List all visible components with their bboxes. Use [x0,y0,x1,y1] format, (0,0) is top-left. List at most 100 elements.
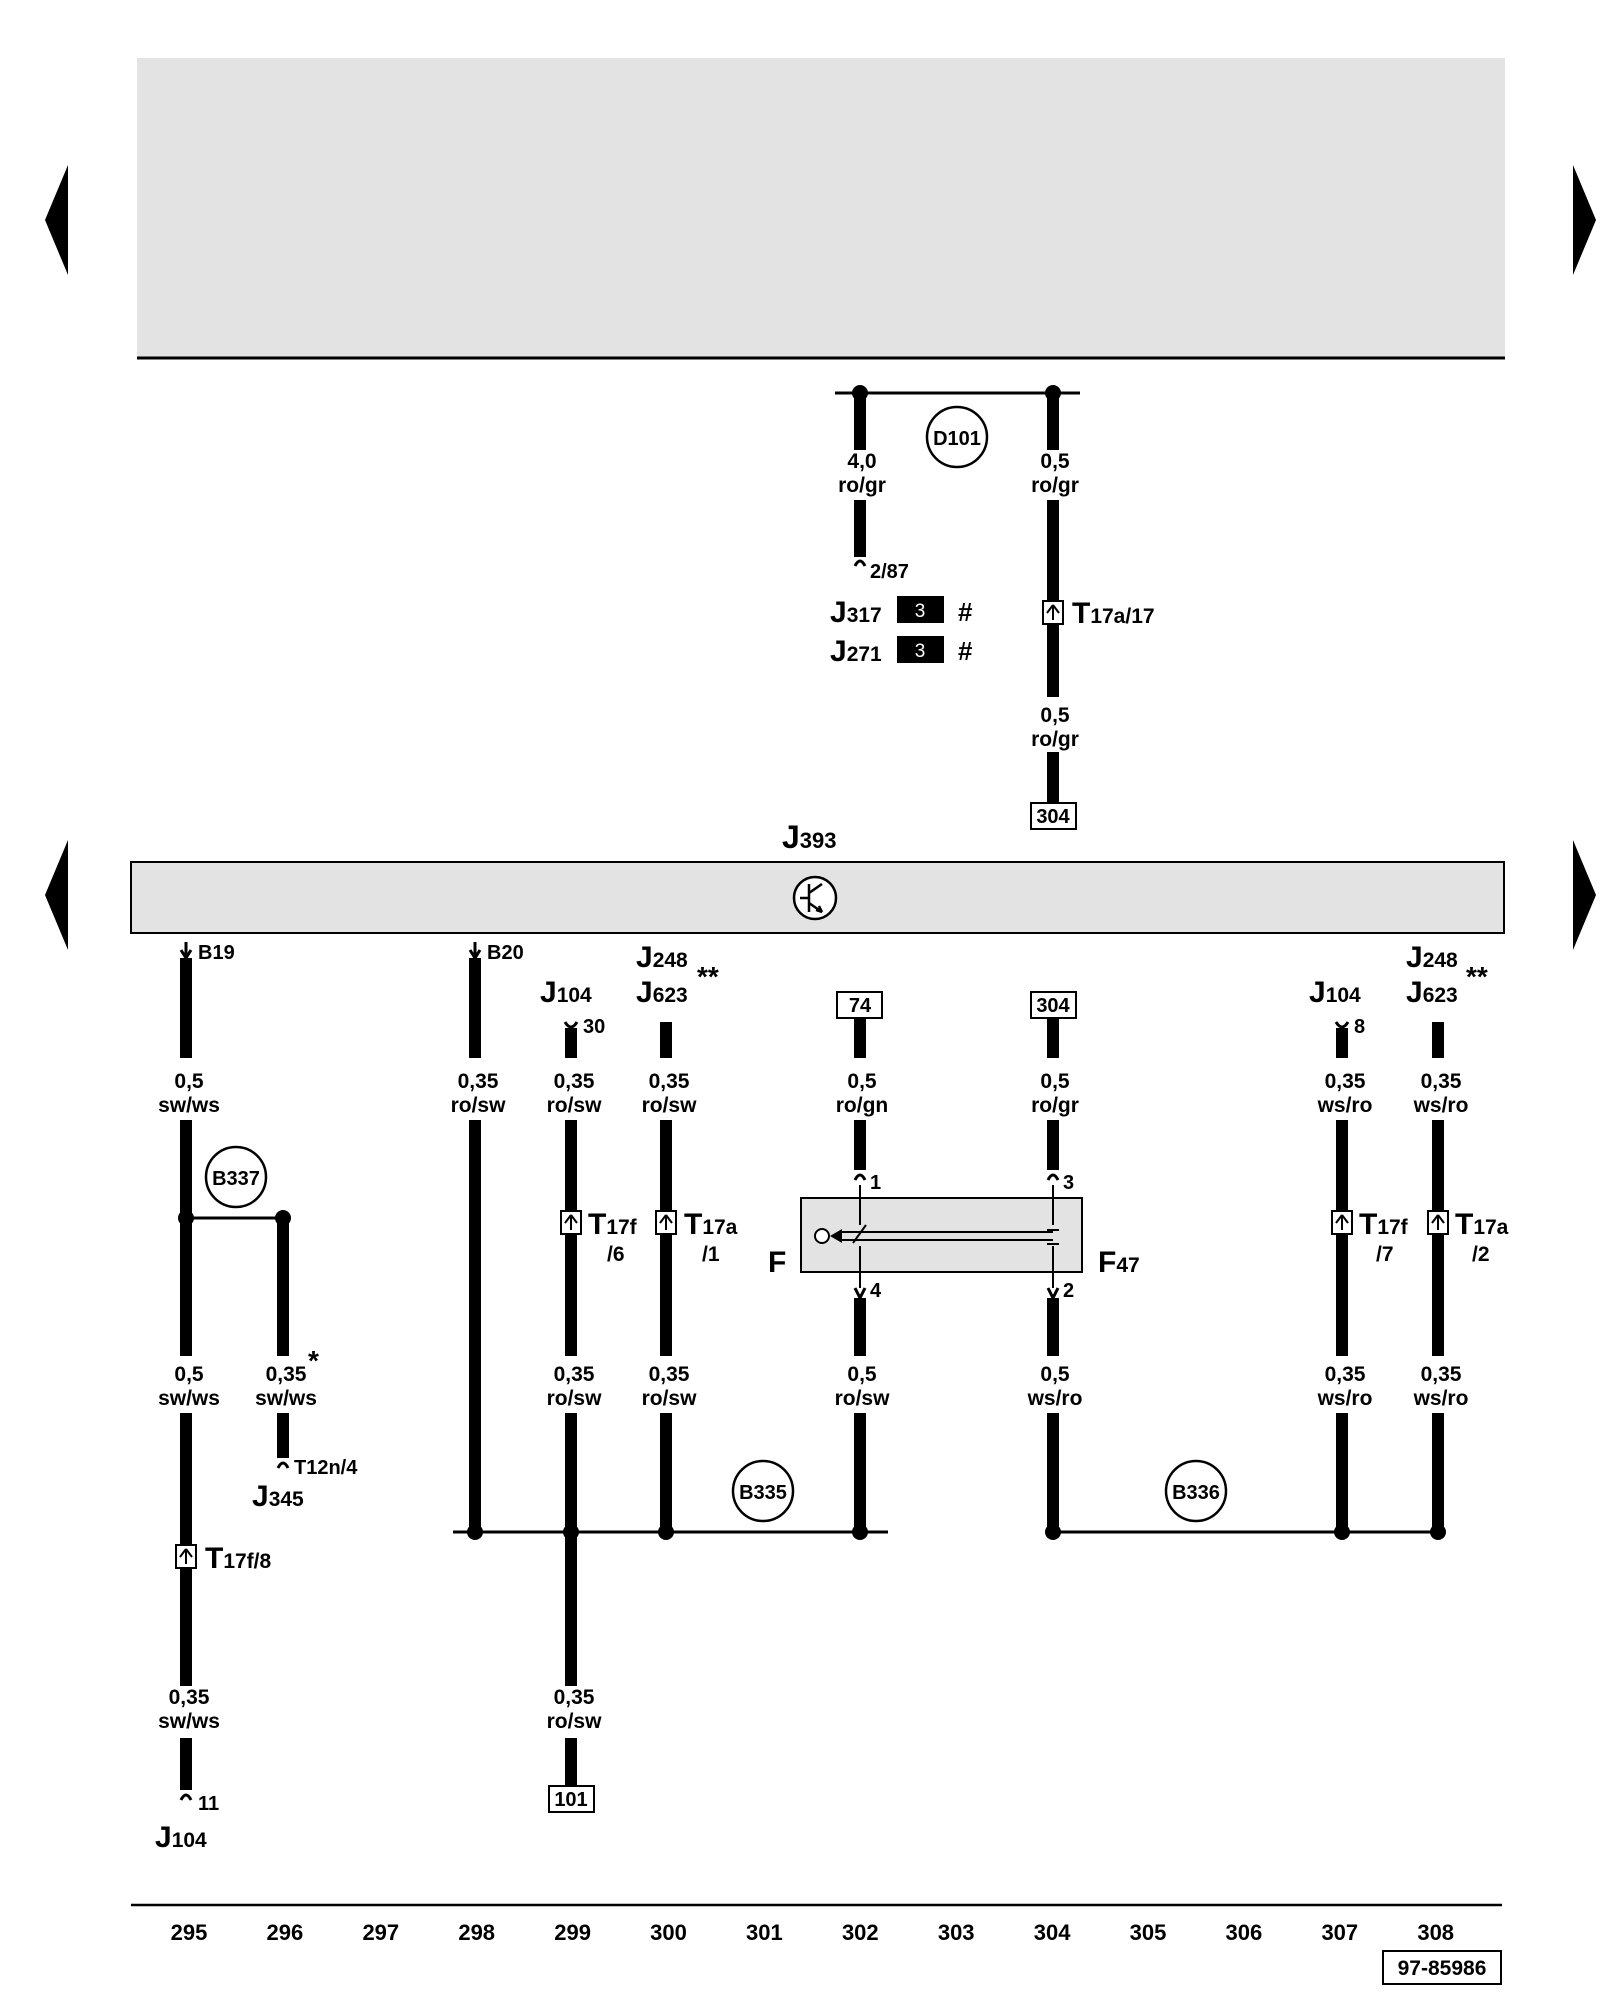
path-number: 295 [171,1920,208,1945]
diagram-id-box [1382,1950,1502,1985]
node-b335-298 [467,1524,483,1540]
nav-left-top-arrow-icon[interactable] [45,165,68,275]
badge-j271 [897,636,944,663]
brake-pedal-switch-icon [814,1185,1059,1288]
wire-size: 0,35 [266,1363,307,1386]
node-b335-299 [563,1524,579,1540]
ground-point-b337 [204,1145,268,1209]
nav-right-mid-arrow-icon[interactable] [1573,840,1596,950]
path-number: 297 [362,1920,399,1945]
ref-box-74[interactable] [836,991,883,1019]
ref-304-top[interactable]: 304 [1036,806,1070,828]
pin-hook [1046,1287,1060,1302]
wire-color: ws/ro [1027,1387,1083,1410]
ground-point-b336 [1164,1459,1228,1523]
wire-color: ws/ro [1413,1387,1469,1410]
ref-101[interactable]: 101 [554,1789,587,1811]
component-j248-a: J248 [636,941,688,974]
node-b335-300 [658,1524,674,1540]
wire-size: 0,35 [1421,1070,1462,1093]
wire-size: 0,35 [554,1363,595,1386]
wire-size: 0,35 [649,1070,690,1093]
component-f47: F47 [1098,1246,1140,1279]
pin-hook [563,1021,579,1029]
wire-size: 0,35 [1421,1363,1462,1386]
wire-size: 0,35 [1325,1363,1366,1386]
path-number: 304 [1034,1920,1071,1945]
wire-size: 0,5 [174,1363,204,1386]
wire-color: ws/ro [1413,1094,1469,1117]
wire-color: sw/ws [158,1387,220,1410]
hash-mark-j317: # [958,597,973,627]
path-number: 306 [1226,1920,1263,1945]
wire-size: 0,5 [1040,450,1070,473]
ref-box-304-mid[interactable] [1030,991,1077,1019]
wire-size: 0,5 [847,1070,877,1093]
node-b336-307 [1334,1524,1350,1540]
wire-color: sw/ws [255,1387,317,1410]
wire-size: 4,0 [847,450,876,473]
badge-j317 [897,596,944,623]
path-number: 296 [267,1920,304,1945]
wire-color: sw/ws [158,1710,220,1733]
wire-size: 0,5 [1040,1070,1070,1093]
connector-t17a1: T17a [684,1208,738,1241]
connector-arrow [1335,1214,1349,1230]
wire-color: ws/ro [1317,1094,1373,1117]
connector-t17f7: T17f [1359,1208,1409,1241]
connector-t17f6: T17f [588,1208,638,1241]
wire-color: ro/gr [838,474,886,497]
path-number: 305 [1130,1920,1167,1945]
node-b336-308 [1430,1524,1446,1540]
path-number: 308 [1417,1920,1454,1945]
pin-hook [853,1287,867,1302]
ref-box-304-top[interactable] [1030,802,1077,830]
path-number: 299 [554,1920,591,1945]
connector-t17a2: T17a [1455,1208,1509,1241]
pin-label-8: 8 [1354,1016,1365,1038]
path-number: 303 [938,1920,975,1945]
top-panel [137,58,1505,358]
ref-box-101[interactable] [548,1785,595,1813]
wire-size: 0,35 [649,1363,690,1386]
connector-t17a2-pin: /2 [1472,1243,1490,1266]
wire-color: ws/ro [1317,1387,1373,1410]
component-j104-bottom: J104 [155,1821,207,1854]
wire-color: ro/gr [1031,474,1079,497]
pin-label-t12n4: T12n/4 [294,1457,358,1479]
pin-label-11: 11 [198,1793,219,1815]
wire-size: 0,5 [1040,1363,1070,1386]
diagram-id: 97-85986 [1398,1957,1487,1980]
star-mark: ** [697,961,719,992]
nav-left-mid-arrow-icon[interactable] [45,840,68,950]
component-j248-b: J248 [1406,941,1458,974]
wire-size: 0,5 [1040,704,1070,727]
wire-size: 0,35 [1325,1070,1366,1093]
wire-size: 0,35 [458,1070,499,1093]
connector-arrow [1046,604,1060,620]
path-number: 300 [650,1920,687,1945]
ref-74[interactable]: 74 [849,995,872,1017]
pin-hook [276,1461,290,1469]
nav-right-top-arrow-icon[interactable] [1573,165,1596,275]
pin-label-b20: B20 [487,942,524,964]
connector-t17f7-pin: /7 [1376,1243,1394,1266]
brake-switch-body [800,1197,1083,1273]
connector-t17a17: T17a/17 [1072,597,1155,630]
ground-point-b335 [731,1459,795,1523]
node-b336-304 [1045,1524,1061,1540]
component-j104-a: J104 [540,976,592,1009]
wire-size: 0,5 [847,1363,877,1386]
component-j623-a: J623 [636,976,688,1009]
wire-color: ro/sw [642,1094,698,1117]
path-number: 307 [1321,1920,1358,1945]
ref-304-mid[interactable]: 304 [1036,995,1070,1017]
connector-t17a1-pin: /1 [702,1243,720,1266]
pin-label-2-87: 2/87 [870,561,909,583]
connector-arrow [179,1548,193,1564]
wire-color: ro/sw [642,1387,698,1410]
pin-hook [468,942,482,961]
wire-size: 0,5 [174,1070,204,1093]
wire-size: 0,35 [169,1686,210,1709]
ground-label-b336: B336 [1172,1482,1220,1504]
